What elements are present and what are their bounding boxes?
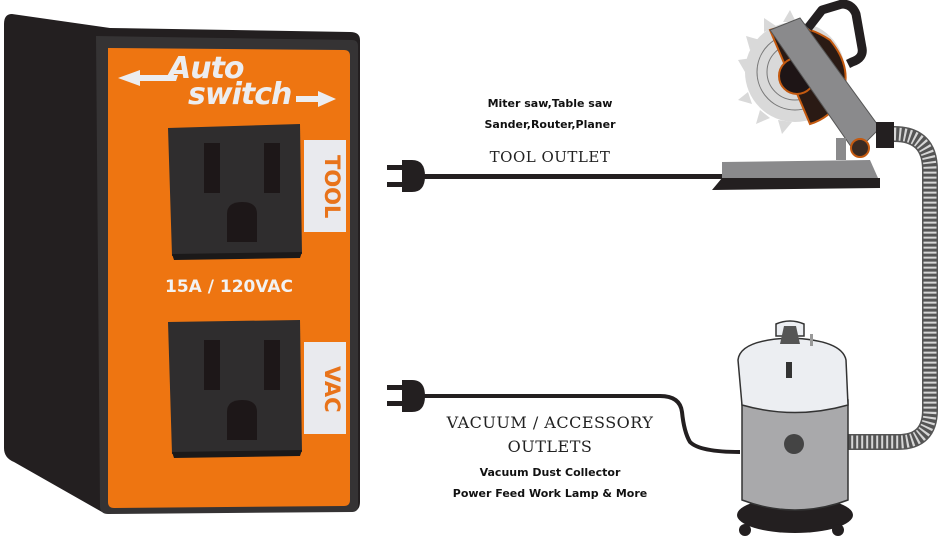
vac-plug-cord (387, 380, 741, 454)
shop-vacuum-illustration (737, 320, 853, 536)
vacuum-outlet-caption-line2: OUTLETS (507, 437, 593, 456)
tool-devices-line1: Miter saw,Table saw (487, 97, 613, 110)
tool-plug-cord (387, 160, 724, 192)
tool-outlet (168, 124, 346, 260)
brand-line1: Auto (168, 51, 245, 86)
tool-outlet-label: TOOL (320, 155, 344, 219)
power-rating: 15A / 120VAC (165, 277, 293, 297)
tool-devices-line2: Sander,Router,Planer (484, 118, 616, 131)
brand-logo: Auto switch (128, 54, 338, 114)
dust-hose (790, 126, 938, 450)
vacuum-outlet-caption-line1: VACUUM / ACCESSORY (446, 413, 654, 432)
vacuum-devices-line2: Power Feed Work Lamp & More (452, 487, 648, 500)
vac-outlet-label: VAC (320, 365, 344, 413)
auto-switch-arrows (118, 70, 336, 107)
tool-outlet-caption: TOOL OUTLET (489, 148, 611, 166)
brand-line2: switch (188, 77, 292, 112)
miter-saw-illustration (712, 0, 894, 190)
vacuum-devices-line1: Vacuum Dust Collector (479, 466, 621, 479)
vac-outlet (168, 320, 346, 458)
